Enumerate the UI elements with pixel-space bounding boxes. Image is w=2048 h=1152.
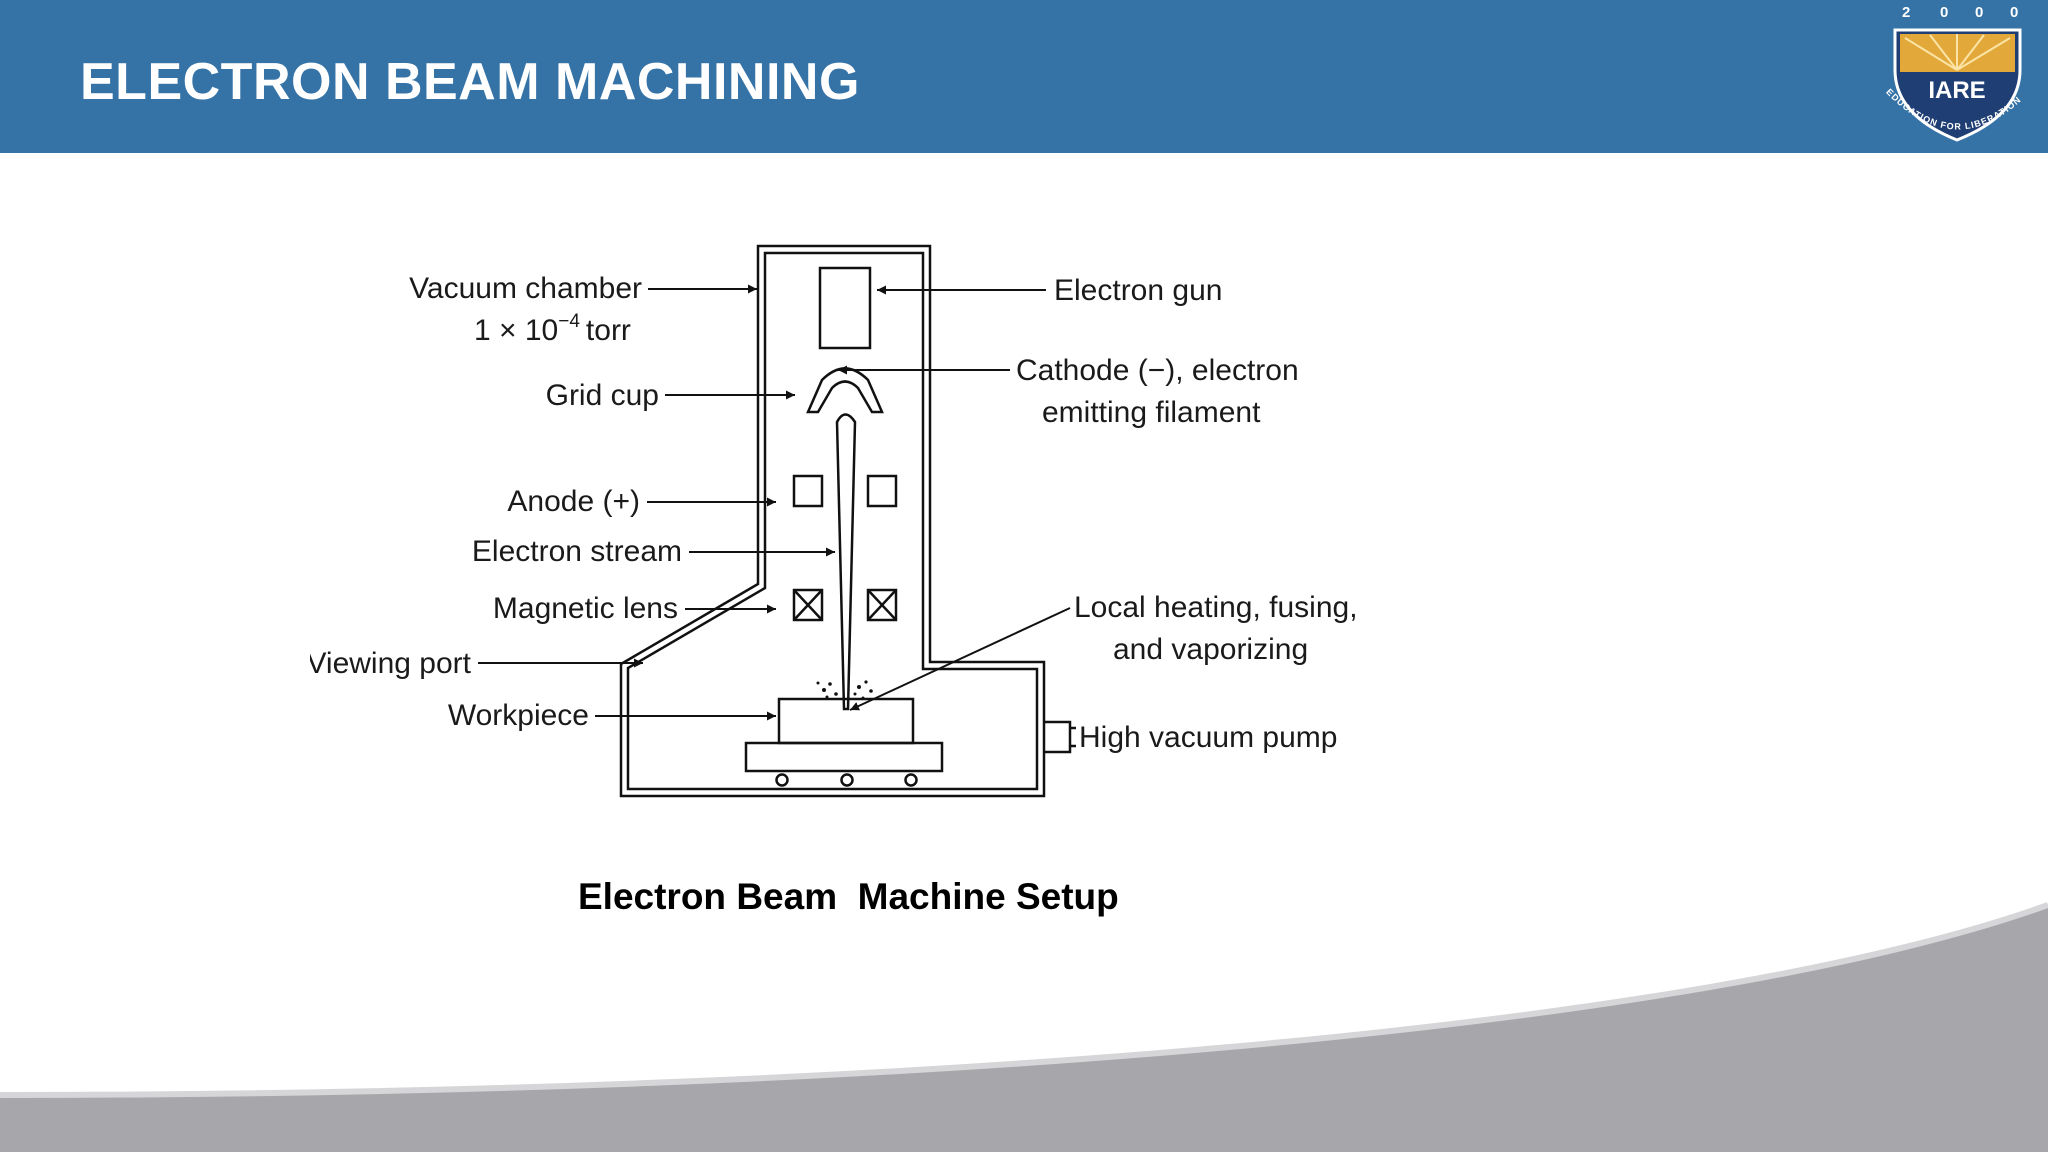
label-heating-line1: Local heating, fusing, [1074,591,1358,624]
iare-logo: 2 0 0 0 IARE EDUCATION FOR LIBERATION [1884,4,2022,142]
label-grid-cup: Grid cup [546,379,659,412]
workpiece [777,697,915,745]
bottom-swoosh [0,902,2048,1152]
vacuum-pump-port [1044,720,1076,754]
logo-year-digit-4: 0 [2010,4,2018,21]
label-pressure-exponent: −4 [558,311,580,332]
label-magnetic-lens: Magnetic lens [493,592,678,625]
logo-name: IARE [1928,77,1985,104]
electron-beam-setup-diagram: Vacuum chamber 1 × 10−4 torr Grid cup Ano… [310,244,1358,798]
label-cathode-line2: emitting filament [1042,396,1261,429]
logo-year-digit-1: 2 [1902,4,1910,21]
figure-caption: Electron Beam Machine Setup [578,876,1119,917]
label-pressure-unit: torr [586,314,631,347]
label-electron-gun: Electron gun [1054,274,1222,307]
vapor-particles [816,680,873,700]
worktable [744,741,944,773]
label-workpiece: Workpiece [448,699,589,732]
logo-year: 2 0 0 0 [1902,4,2018,21]
label-electron-stream: Electron stream [472,535,682,568]
electron-stream [835,413,857,711]
magnetic-lens-right [866,588,898,622]
arrow-local-heating [849,607,1071,711]
grid-cup [806,367,884,414]
label-vacuum-chamber: Vacuum chamber [409,272,642,305]
electron-gun [818,266,872,350]
title-bar: ELECTRON BEAM MACHINING 2 0 0 0 IARE EDU… [0,0,2048,153]
label-cathode-line1: Cathode (−), electron [1016,354,1299,387]
label-pressure-prefix: 1 × 10 [474,314,558,347]
vacuum-chamber-inner-wall [626,251,1039,791]
label-pressure: 1 × 10−4 torr [474,311,631,347]
vacuum-chamber-outer-wall [619,244,1046,798]
magnetic-lens-left [792,588,824,622]
label-anode: Anode (+) [507,485,640,518]
label-vacuum-pump: High vacuum pump [1079,721,1337,754]
slide-title: ELECTRON BEAM MACHINING [80,53,860,111]
logo-year-digit-2: 0 [1940,4,1948,21]
anode-right [866,474,898,508]
label-viewing-port: Viewing port [310,647,472,680]
logo-year-digit-3: 0 [1975,4,1983,21]
logo-sun-rays [1904,34,2011,71]
anode-left [792,474,824,508]
worktable-rollers [775,773,918,787]
label-heating-line2: and vaporizing [1113,633,1308,666]
